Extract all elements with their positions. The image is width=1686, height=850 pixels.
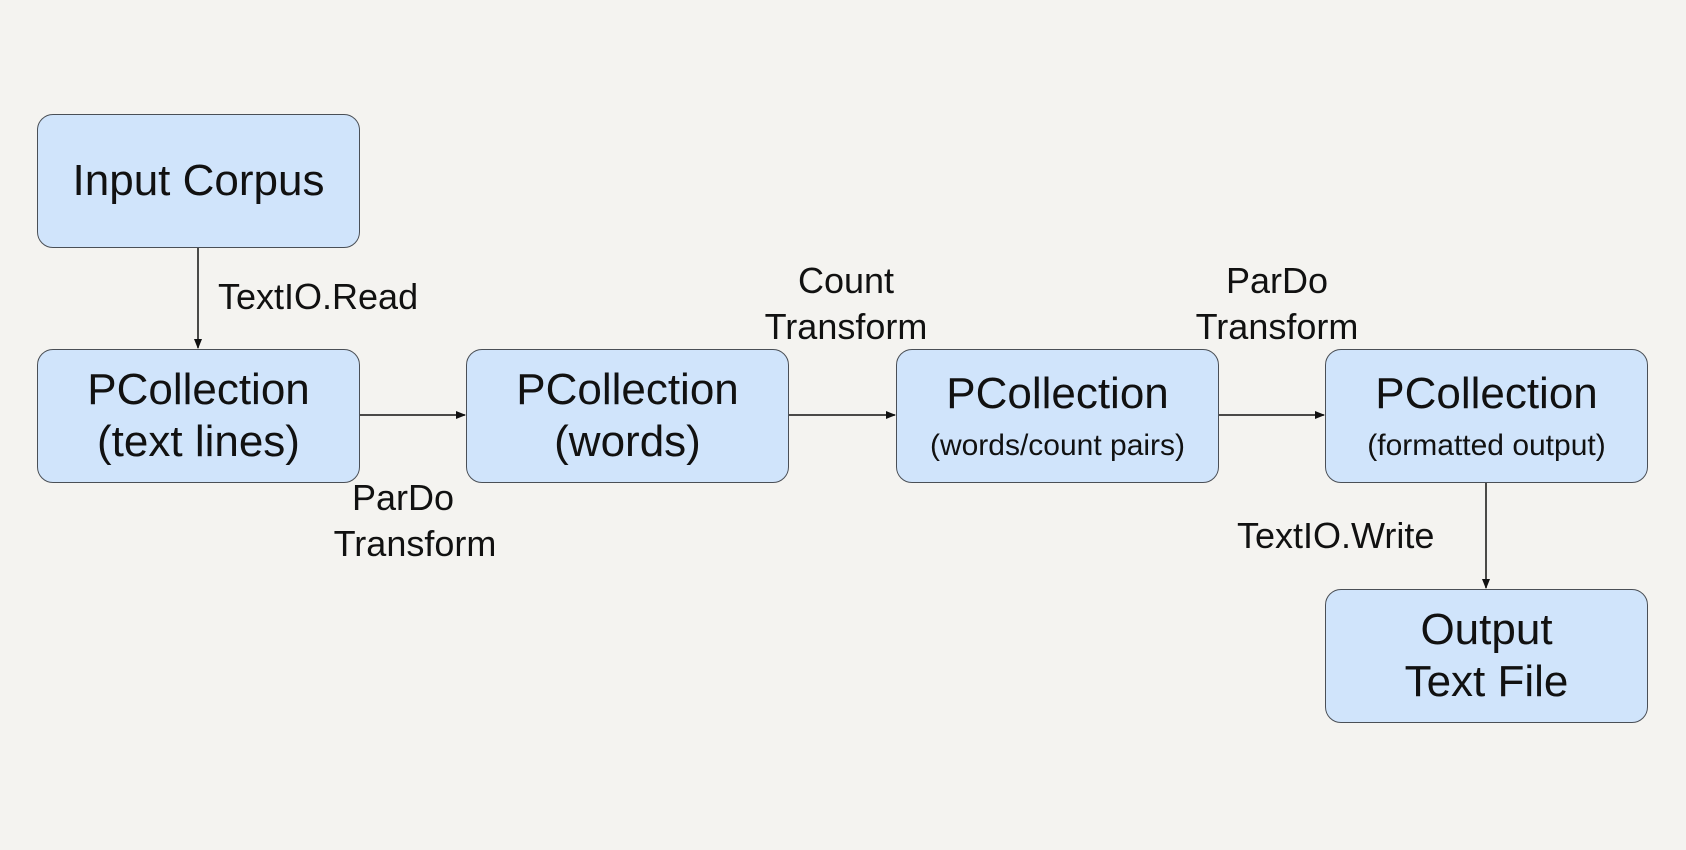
edge-label-pardo-1-line1: ParDo xyxy=(351,477,455,518)
edge-label-pardo-2-line2: Transform xyxy=(1195,305,1359,347)
node-count-pairs-title: PCollection xyxy=(946,369,1169,419)
node-input-corpus-title: Input Corpus xyxy=(72,156,325,206)
node-formatted-output-title: PCollection xyxy=(1375,369,1598,419)
node-input-corpus: Input Corpus xyxy=(37,114,360,248)
node-pcollection-formatted-output: PCollection (formatted output) xyxy=(1325,349,1648,483)
node-text-lines-title: PCollection xyxy=(87,365,310,415)
edge-label-count-line1: Count xyxy=(797,260,895,301)
node-text-lines-subtitle: (text lines) xyxy=(97,417,300,466)
edge-label-pardo-1-line2: Transform xyxy=(333,522,497,564)
node-words-title: PCollection xyxy=(516,365,739,415)
edge-label-pardo-transform-2: ParDo Transform xyxy=(1182,258,1372,349)
edge-label-pardo-transform-1: ParDo Transform xyxy=(320,475,510,566)
node-output-file-line2: Text File xyxy=(1404,657,1569,706)
edge-label-textio-write-text: TextIO.Write xyxy=(1237,515,1435,556)
node-formatted-output-subtitle: (formatted output) xyxy=(1367,429,1606,463)
edge-label-textio-read: TextIO.Read xyxy=(218,274,418,320)
node-pcollection-words: PCollection (words) xyxy=(466,349,789,483)
node-output-text-file: Output Text File xyxy=(1325,589,1648,723)
node-output-file-line1: Output xyxy=(1420,605,1553,655)
node-count-pairs-subtitle: (words/count pairs) xyxy=(929,429,1186,463)
edge-label-textio-write: TextIO.Write xyxy=(1237,513,1434,559)
node-pcollection-count-pairs: PCollection (words/count pairs) xyxy=(896,349,1219,483)
edge-label-count-line2: Transform xyxy=(764,305,928,347)
edge-label-textio-read-text: TextIO.Read xyxy=(218,276,419,317)
edge-label-count-transform: Count Transform xyxy=(751,258,941,349)
node-words-subtitle: (words) xyxy=(554,417,701,466)
edge-label-pardo-2-line1: ParDo xyxy=(1225,260,1329,301)
node-pcollection-text-lines: PCollection (text lines) xyxy=(37,349,360,483)
